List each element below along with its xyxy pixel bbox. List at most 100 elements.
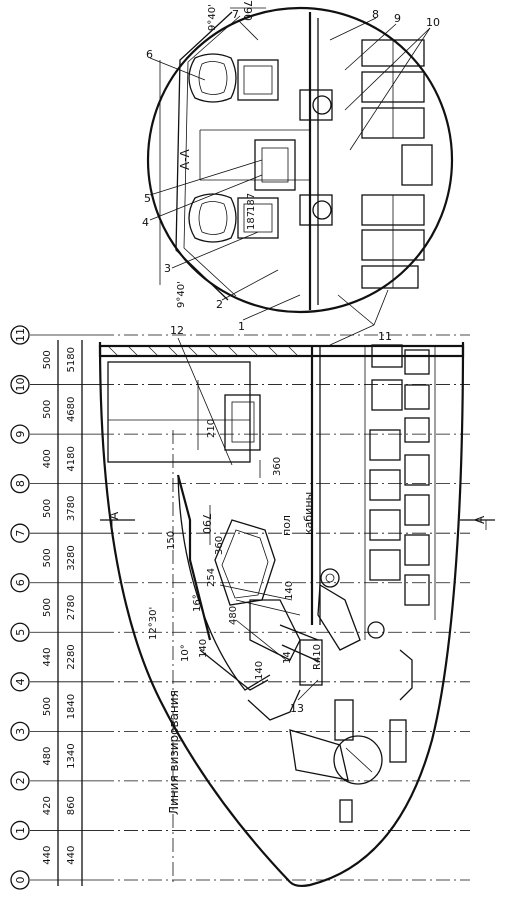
- underfloor-structure: [364, 344, 436, 640]
- frame-marker-8: [10, 473, 30, 494]
- frame-number-8: 8: [14, 480, 27, 487]
- frame-station-9: 4180: [66, 446, 77, 471]
- frame-number-5: 5: [14, 629, 27, 636]
- dim-187-b: 187: [246, 193, 257, 212]
- frame-spacing-3: 480: [42, 747, 53, 766]
- section-canopy: [175, 11, 233, 301]
- callout-5: 5: [144, 192, 151, 205]
- callout-13: 13: [290, 702, 304, 715]
- frame-marker-11: [10, 325, 30, 345]
- callout-9: 9: [394, 12, 401, 25]
- callout-10: 10: [426, 16, 440, 29]
- section-lower-structure: [361, 39, 433, 289]
- section-a-a-label: А-А: [178, 148, 192, 170]
- dim-187-a: 187: [246, 211, 257, 230]
- frame-number-4: 4: [14, 678, 27, 685]
- cut-marker-top: А: [107, 511, 121, 520]
- dim-140-a: 140: [198, 639, 209, 658]
- section-callouts: 1 2 3 4 5 6 7 8 9 10 11: [142, 8, 440, 343]
- frame-station-3: 1340: [66, 743, 77, 768]
- dim-150: 150: [166, 531, 177, 550]
- callout-1: 1: [238, 320, 245, 333]
- dim-360-b: 360: [214, 536, 225, 555]
- angle-16: 16°: [192, 594, 203, 612]
- frame-spacing-2: 420: [42, 796, 53, 815]
- frame-number-10: 10: [14, 378, 27, 392]
- frame-spacing-6: 500: [42, 598, 53, 617]
- sight-line-label: Линия визирования: [167, 690, 181, 815]
- frame-station-1: 440: [66, 846, 77, 865]
- floor-label-1: пол: [280, 515, 293, 536]
- frame-spacing-11: 500: [42, 350, 53, 369]
- section-center-console: [199, 89, 333, 226]
- angle-10: 10°: [180, 644, 191, 662]
- frame-spacing-7: 500: [42, 548, 53, 567]
- frame-number-6: 6: [14, 579, 27, 586]
- frame-marker-9: [10, 424, 30, 444]
- frame-spacing-10: 500: [42, 400, 53, 419]
- dim-254: 254: [206, 568, 217, 587]
- frame-marker-5: [10, 622, 30, 642]
- dim-14: 14: [282, 651, 293, 664]
- frame-number-1: 1: [14, 827, 27, 834]
- callout-4: 4: [142, 216, 149, 229]
- dim-480: 480: [228, 606, 239, 625]
- callout-11: 11: [378, 330, 392, 343]
- frame-marker-10: [10, 374, 30, 395]
- callout-12: 12: [170, 324, 184, 337]
- dim-790-section: 790: [241, 0, 254, 21]
- dim-360: 360: [272, 457, 283, 476]
- frame-station-4: 1840: [66, 694, 77, 719]
- frame-number-7: 7: [14, 530, 27, 537]
- section-seat-right: [188, 193, 279, 243]
- frame-station-10: 4680: [66, 397, 77, 422]
- frame-number-2: 2: [14, 777, 27, 784]
- frame-station-5: 2280: [66, 644, 77, 669]
- frame-spacing-9: 400: [42, 449, 53, 468]
- callout-3: 3: [164, 262, 171, 275]
- callout-2: 2: [216, 298, 223, 311]
- frame-marker-1: [10, 820, 30, 841]
- frame-station-7: 3280: [66, 545, 77, 570]
- frame-marker-7: [10, 523, 30, 543]
- callout-6: 6: [146, 48, 153, 61]
- frame-lines: [100, 334, 470, 881]
- frame-station-6: 2780: [66, 595, 77, 620]
- frame-station-8: 3780: [66, 496, 77, 521]
- frame-station-2: 860: [66, 796, 77, 815]
- frame-spacing-8: 500: [42, 499, 53, 518]
- angle-top: 9°40': [207, 4, 218, 31]
- frame-spacing-5: 440: [42, 647, 53, 666]
- frame-marker-6: [10, 573, 30, 593]
- equipment-rack: [107, 361, 251, 463]
- dim-140-b: 140: [284, 581, 295, 600]
- frame-marker-0: [10, 870, 30, 890]
- frame-station-scale: 0 1 2 3 4 5 6 7 8 9 10 11 440 420 480 500 440 500 500 500 40…: [10, 325, 100, 890]
- dim-790-side: 790: [200, 513, 213, 534]
- cut-marker-bottom: А: [473, 515, 487, 524]
- angle-bottom: 9°40': [176, 281, 187, 308]
- angle-12-30: 12°30': [148, 607, 159, 640]
- floor-label-2: кабины: [302, 492, 315, 535]
- section-seat-left: [188, 53, 279, 103]
- frame-marker-2: [10, 771, 30, 791]
- frame-spacing-4: 500: [42, 697, 53, 716]
- frame-number-0: 0: [14, 877, 27, 884]
- fuselage-section-outline: [146, 6, 454, 314]
- dim-r410: R410: [312, 644, 323, 670]
- nose-outline-lower: [289, 341, 465, 888]
- frame-number-9: 9: [14, 431, 27, 438]
- dim-140-c: 140: [254, 661, 265, 680]
- frame-marker-3: [10, 721, 30, 742]
- frame-marker-4: [10, 672, 30, 692]
- frame-station-11: 5180: [66, 347, 77, 372]
- side-view-dimensions: А А 790 12°30' 16° 10° 140 140 140 480 1…: [100, 324, 495, 715]
- dim-210: 210: [206, 419, 217, 438]
- frame-spacing-1: 440: [42, 846, 53, 865]
- frame-number-11: 11: [14, 328, 27, 342]
- callout-7: 7: [232, 8, 239, 21]
- section-a-a-view: 790 9°40' 9°40' 187 187 А-А 1 2 3 4 5 6 …: [142, 0, 454, 343]
- callout-8: 8: [372, 8, 379, 21]
- frame-number-3: 3: [14, 728, 27, 735]
